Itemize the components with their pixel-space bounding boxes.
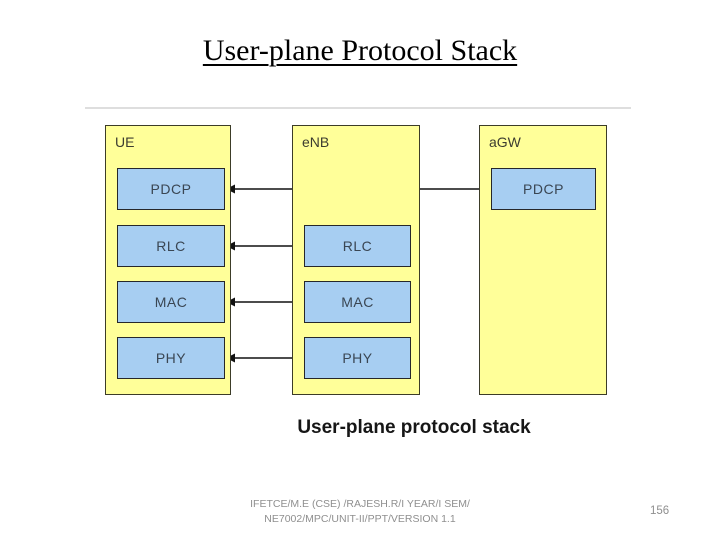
node-label-UE: UE: [115, 134, 135, 150]
node-label-aGW: aGW: [489, 134, 521, 150]
footer-line-1: IFETCE/M.E (CSE) /RAJESH.R/I YEAR/I SEM/: [250, 498, 470, 510]
layer-box-aGW-PDCP: PDCP: [491, 168, 596, 210]
footer-line-2: NE7002/MPC/UNIT-II/PPT/VERSION 1.1: [264, 513, 456, 525]
diagram-caption: User-plane protocol stack: [297, 417, 531, 438]
layer-box-UE-MAC: MAC: [117, 281, 225, 323]
layer-box-UE-PHY: PHY: [117, 337, 225, 379]
layer-box-eNB-PHY: PHY: [304, 337, 411, 379]
page-number: 156: [650, 505, 670, 517]
slide-title: User-plane Protocol Stack: [202, 34, 518, 67]
layer-box-UE-PDCP: PDCP: [117, 168, 225, 210]
node-aGW: aGW: [479, 125, 607, 395]
node-label-eNB: eNB: [302, 134, 330, 150]
slide-footer: IFETCE/M.E (CSE) /RAJESH.R/I YEAR/I SEM/…: [0, 497, 720, 527]
layer-box-eNB-RLC: RLC: [304, 225, 411, 267]
layer-box-eNB-MAC: MAC: [304, 281, 411, 323]
layer-box-UE-RLC: RLC: [117, 225, 225, 267]
pasted-image-top-edge: [85, 107, 631, 109]
